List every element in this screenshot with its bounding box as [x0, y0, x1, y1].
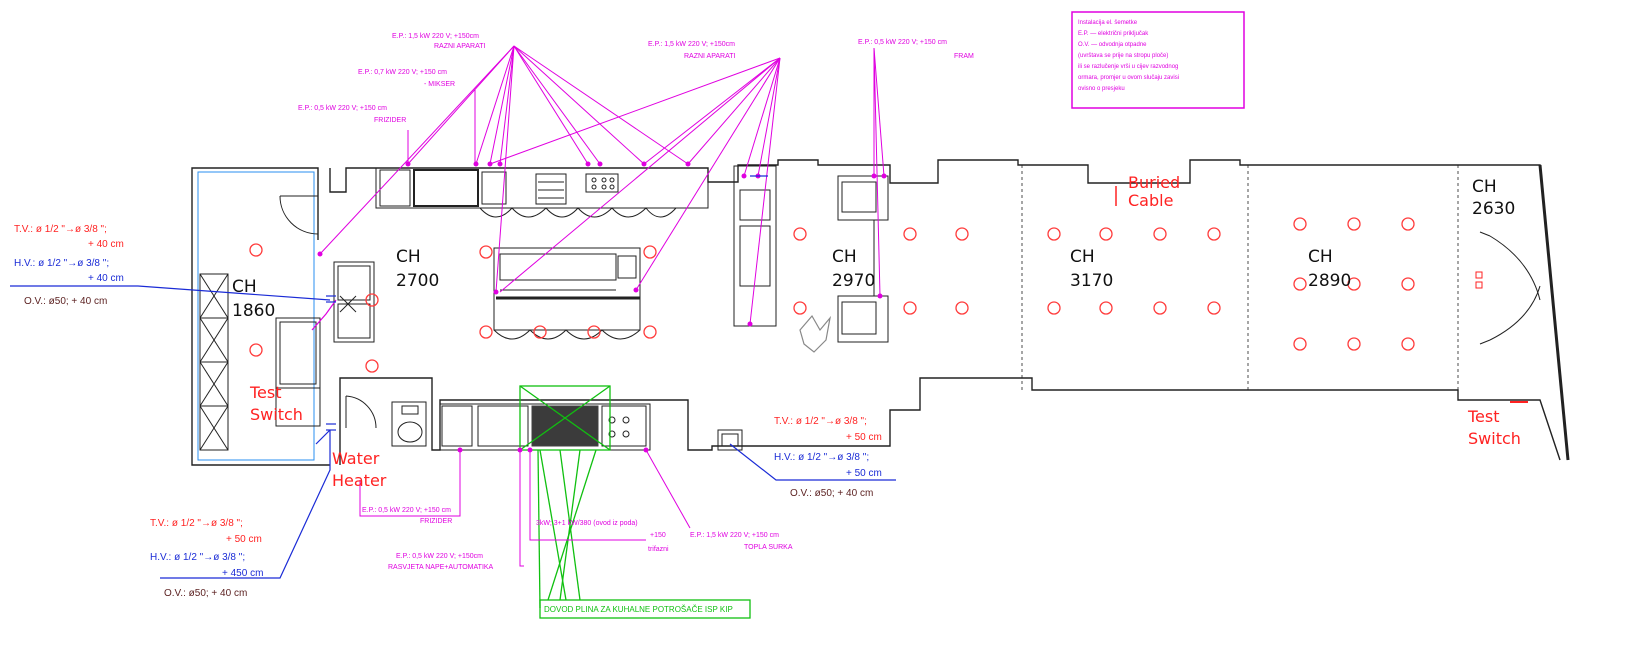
svg-text:O.V.: ø50; + 40 cm: O.V.: ø50; + 40 cm [790, 488, 873, 499]
buried-cable-line2: Cable [1128, 191, 1173, 210]
legend-box [1071, 11, 1245, 109]
svg-text:H.V.: ø 1/2 "→ø 3/8 ";: H.V.: ø 1/2 "→ø 3/8 "; [774, 452, 869, 463]
ch-2890-value: 2890 [1308, 271, 1351, 291]
electric-leaders [319, 45, 885, 567]
electric-label-2b: - MIKSER [424, 81, 455, 88]
ch-2630-value: 2630 [1472, 199, 1515, 219]
electric-label-4a: E.P.: 1,5 kW 220 V; +150cm [648, 41, 735, 48]
right-doors [1479, 231, 1541, 345]
svg-text:+ 50 cm: + 50 cm [226, 534, 262, 545]
svg-text:T.V.: ø 1/2 "→ø 3/8 ";: T.V.: ø 1/2 "→ø 3/8 "; [150, 518, 243, 529]
kitchen-bottom-counter [439, 403, 743, 451]
valve-marks [326, 175, 768, 431]
svg-text:+ 40 cm: + 40 cm [88, 273, 124, 284]
buried-cable-line1: Buried [1128, 173, 1180, 192]
ch-1860-value: 1860 [232, 301, 275, 321]
sink-unit [333, 261, 375, 343]
electric-labels: E.P.: 1,5 kW 220 V; +150cm RAZNI APARATI… [298, 33, 974, 614]
electric-label-6a: E.P.: 0,5 kW 220 V; +150 cm [362, 507, 451, 514]
red-annotations: Buried Cable Test Switch Test Switch Wat… [249, 173, 1521, 490]
electric-label-3a: E.P.: 0,5 kW 220 V; +150 cm [298, 105, 387, 112]
svg-text:(uvrštava se prije na stropu p: (uvrštava se prije na stropu ploče) [1078, 53, 1168, 59]
electric-label-1b: RAZNI APARATI [434, 43, 486, 50]
ch-2970-label: CH [832, 247, 857, 267]
storage-racks [199, 195, 321, 451]
electric-label-3b: FRIZIDER [374, 117, 406, 124]
plumbing-note-right: T.V.: ø 1/2 "→ø 3/8 "; + 50 cm H.V.: ø 1… [774, 416, 882, 499]
svg-text:O.V. — odvodnja otpadne: O.V. — odvodnja otpadne [1078, 42, 1147, 48]
ch-2700-label: CH [396, 247, 421, 267]
electric-label-8a: 3kW; 3+1 kW/380 (ovod iz poda) [536, 520, 638, 527]
test-switch-left-line2: Switch [250, 405, 303, 424]
electric-label-8b: +150 [650, 532, 666, 539]
svg-text:H.V.: ø 1/2 "→ø 3/8 ";: H.V.: ø 1/2 "→ø 3/8 "; [150, 552, 245, 563]
svg-text:+ 40 cm: + 40 cm [88, 239, 124, 250]
ch-3170-label: CH [1070, 247, 1095, 267]
svg-text:+ 50 cm: + 50 cm [846, 468, 882, 479]
svg-text:O.V.: ø50; + 40 cm: O.V.: ø50; + 40 cm [164, 588, 247, 599]
ch-1860-label: CH [232, 277, 257, 297]
bathroom [345, 395, 427, 447]
ch-2970-value: 2970 [832, 271, 875, 291]
electric-label-7a: E.P.: 0,5 kW 220 V; +150cm [396, 553, 483, 560]
electric-label-6b: FRIZIDER [420, 518, 452, 525]
ceiling-lights [249, 217, 1415, 373]
equipment-column [733, 165, 889, 353]
water-heater-line2: Heater [332, 471, 387, 490]
ch-2890-label: CH [1308, 247, 1333, 267]
svg-text:H.V.: ø 1/2 "→ø 3/8 ";: H.V.: ø 1/2 "→ø 3/8 "; [14, 258, 109, 269]
test-switch-right-line2: Switch [1468, 429, 1521, 448]
electric-label-9a: E.P.: 1,5 kW 220 V; +150 cm [690, 532, 779, 539]
electric-label-4b: RAZNI APARATI [684, 53, 736, 60]
svg-text:E.P. — električni priključak: E.P. — električni priključak [1078, 31, 1149, 37]
legend-text: Instalacija el. šemetke E.P. — električn… [1078, 20, 1179, 92]
svg-text:O.V.: ø50; + 40 cm: O.V.: ø50; + 40 cm [24, 296, 107, 307]
svg-text:+ 450 cm: + 450 cm [222, 568, 263, 579]
electric-label-8c: trifazni [648, 546, 669, 553]
plumbing-leaders [10, 285, 896, 579]
electric-label-7b: RASVJETA NAPE+AUTOMATIKA [388, 564, 494, 571]
svg-text:ormara, promjer u ovom slučaju: ormara, promjer u ovom slučaju zavisi [1078, 75, 1179, 81]
ch-2630-label: CH [1472, 177, 1497, 197]
ch-3170-value: 3170 [1070, 271, 1113, 291]
switch-marks [1115, 186, 1528, 403]
ch-2700-value: 2700 [396, 271, 439, 291]
plumbing-note-left-lower: T.V.: ø 1/2 "→ø 3/8 "; + 50 cm H.V.: ø 1… [150, 518, 263, 599]
water-heater-line1: Water [332, 449, 380, 468]
electric-label-5b: FRAM [954, 53, 974, 60]
svg-text:T.V.: ø 1/2 "→ø 3/8 ";: T.V.: ø 1/2 "→ø 3/8 "; [14, 224, 107, 235]
svg-text:Instalacija el. šemetke: Instalacija el. šemetke [1078, 20, 1138, 26]
gas-hood [519, 385, 751, 619]
gas-supply-label: DOVOD PLINA ZA KUHALNE POTROŠAČE ISP KIP [544, 605, 733, 614]
electric-label-5a: E.P.: 0,5 kW 220 V; +150 cm [858, 39, 947, 46]
kitchen-top-counter [375, 167, 709, 218]
electric-label-1a: E.P.: 1,5 kW 220 V; +150cm [392, 33, 479, 40]
plumbing-note-left-upper: T.V.: ø 1/2 "→ø 3/8 "; + 40 cm H.V.: ø 1… [14, 224, 124, 307]
svg-text:ovisno o presjeku: ovisno o presjeku [1078, 86, 1125, 92]
ceiling-height-labels: CH 1860 CH 2700 CH 2970 CH 3170 CH 2890 … [232, 177, 1515, 321]
test-switch-right-line1: Test [1467, 407, 1500, 426]
electric-label-2a: E.P.: 0,7 kW 220 V; +150 cm [358, 69, 447, 76]
svg-text:+ 50 cm: + 50 cm [846, 432, 882, 443]
svg-text:T.V.: ø 1/2 "→ø 3/8 ";: T.V.: ø 1/2 "→ø 3/8 "; [774, 416, 867, 427]
svg-text:ili se razlučenje vrši u cijev: ili se razlučenje vrši u cijev razvodnog [1078, 64, 1178, 70]
test-switch-left-line1: Test [249, 383, 282, 402]
kitchen-island [493, 247, 641, 340]
electric-label-9b: TOPLA SURKA [744, 544, 793, 551]
